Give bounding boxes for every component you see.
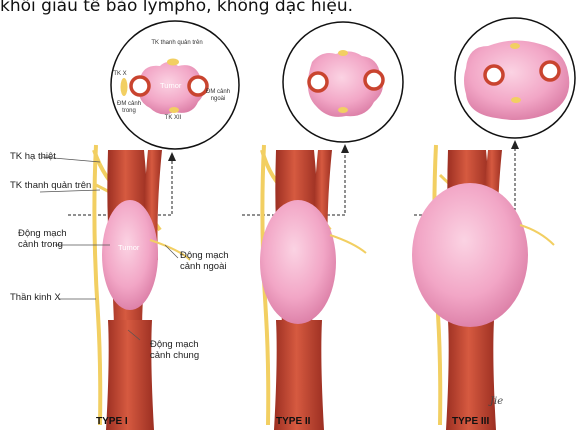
inset-artery-2b — [365, 71, 383, 89]
artery-common-3 — [446, 320, 496, 430]
tumor-2 — [260, 200, 336, 324]
inset-artery-2a — [309, 73, 327, 91]
panel-type-3 — [412, 18, 575, 430]
inset-artery-3a — [485, 66, 503, 84]
label-common-carotid: Động mạch cảnh chung — [150, 340, 208, 362]
arrow-1 — [168, 152, 176, 161]
inset-artery-1a — [131, 77, 149, 95]
nerve-branch-2 — [330, 235, 366, 253]
inset-label-nerve-xii: TK XII — [161, 115, 185, 122]
inset-nerve-3b — [511, 97, 521, 103]
arrow-3 — [511, 140, 519, 149]
inset-nerve-1b — [121, 78, 128, 96]
inset-label-sup-laryngeal: TK thanh quản trên — [142, 40, 212, 47]
label-vagus: Thần kinh X — [10, 293, 90, 304]
artery-common-2 — [274, 320, 324, 430]
inset-nerve-3a — [510, 43, 520, 49]
inset-label-nerve-x: TK X — [111, 71, 129, 78]
tumor-1 — [102, 200, 158, 310]
label-sup-laryngeal: TK thanh quản trên — [10, 181, 96, 192]
label-external-carotid: Động mạch cảnh ngoài — [180, 251, 238, 273]
panel-type-2 — [242, 22, 403, 430]
inset-nerve-1c — [169, 107, 179, 113]
inset-nerve-2b — [338, 107, 348, 113]
inset-artery-1b — [189, 77, 207, 95]
artist-signature: Jie — [490, 396, 503, 408]
label-hypoglossal: TK hạ thiệt — [10, 152, 100, 163]
arrow-2 — [341, 144, 349, 153]
label-tumor: Tumor — [118, 244, 139, 253]
inset-label-external-carotid: ĐM cảnh ngoài — [206, 89, 230, 103]
label-internal-carotid: Động mạch cảnh trong — [18, 229, 72, 251]
caption-type-2: TYPE II — [276, 416, 310, 428]
inset-artery-3b — [541, 62, 559, 80]
inset-label-internal-carotid: ĐM cảnh trong — [117, 101, 141, 115]
inset-nerve-2a — [338, 50, 348, 56]
panel-type-1 — [68, 21, 239, 430]
caption-type-1: TYPE I — [96, 416, 128, 428]
inset-nerve-1a — [167, 59, 179, 66]
tumor-3 — [412, 183, 528, 327]
inset-label-tumor: Tumor — [160, 82, 181, 91]
artery-common-1 — [106, 320, 154, 430]
caption-type-3: TYPE III — [452, 416, 489, 428]
